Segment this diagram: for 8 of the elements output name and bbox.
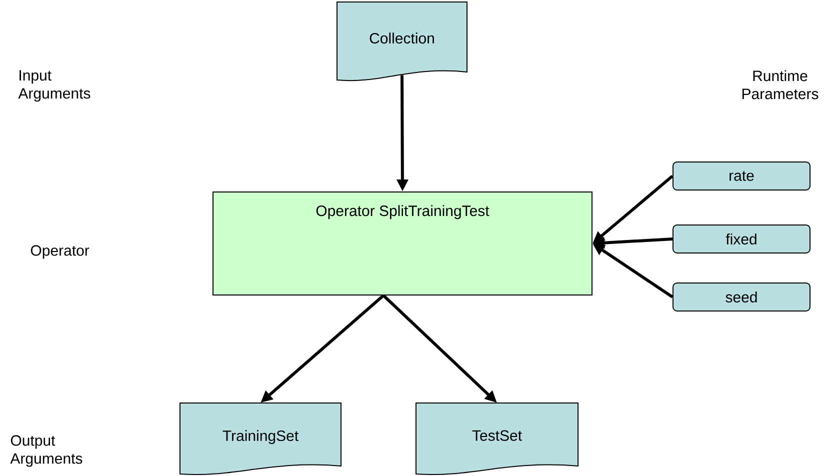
side-label: Runtime Parameters [742, 70, 818, 100]
operator-box: Operator SplitTrainingTest [212, 192, 592, 296]
parameter-box: seed [672, 282, 810, 312]
side-label: Operator [30, 245, 90, 259]
side-label: Output Arguments [10, 435, 82, 467]
parameter-box: fixed [672, 224, 810, 254]
side-label: Input Arguments [18, 70, 90, 102]
parameter-box: rate [672, 162, 810, 190]
